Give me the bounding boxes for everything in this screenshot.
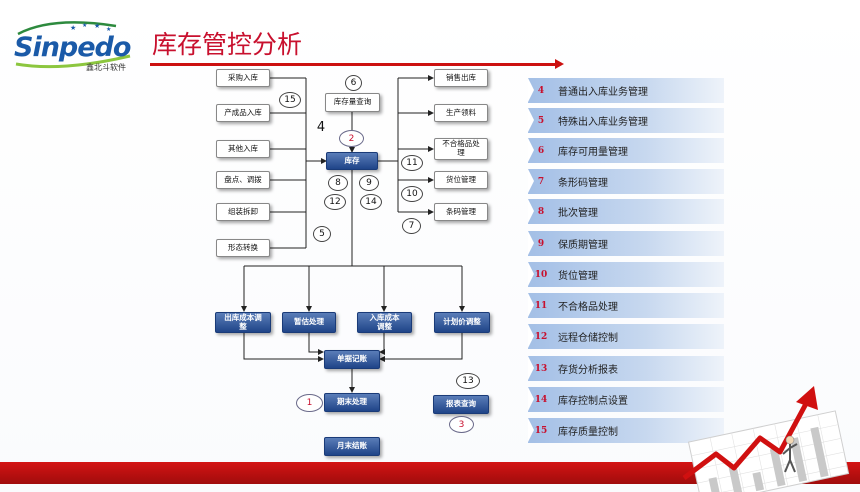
marker-11: 11 bbox=[401, 155, 423, 171]
legend-number: 14 bbox=[534, 394, 548, 405]
legend-number: 4 bbox=[537, 85, 545, 96]
svg-text:★: ★ bbox=[82, 22, 87, 29]
logo-subtitle: 鑫北斗软件 bbox=[86, 63, 126, 72]
svg-text:★: ★ bbox=[70, 24, 76, 32]
legend-number: 12 bbox=[534, 331, 548, 342]
flow-node-assembly: 组装拆卸 bbox=[216, 203, 270, 221]
legend-label: 库存质量控制 bbox=[558, 427, 618, 438]
legend-item: 7 条形码管理 bbox=[528, 169, 724, 194]
flow-node-provisional: 暂估处理 bbox=[282, 312, 336, 333]
legend-label: 普通出入库业务管理 bbox=[558, 87, 648, 98]
legend-number: 5 bbox=[537, 115, 545, 126]
flow-node-nonconforming: 不合格品处理 bbox=[434, 138, 488, 160]
legend-label: 不合格品处理 bbox=[558, 302, 618, 313]
flow-node-stocktake-transfer: 盘点、调拨 bbox=[216, 171, 270, 189]
legend-notch bbox=[528, 108, 534, 132]
flow-node-form-conversion: 形态转换 bbox=[216, 239, 270, 257]
marker-7: 7 bbox=[402, 218, 421, 234]
flow-node-plan-price-adjust: 计划价调整 bbox=[434, 312, 490, 333]
flow-node-purchase-in: 采购入库 bbox=[216, 69, 270, 87]
marker-9: 9 bbox=[359, 175, 379, 191]
legend-item: 15 库存质量控制 bbox=[528, 418, 724, 443]
legend-label: 批次管理 bbox=[558, 208, 598, 219]
title-arrow-icon bbox=[555, 59, 564, 69]
legend-label: 库存控制点设置 bbox=[558, 396, 628, 407]
flow-node-month-end: 月末结账 bbox=[324, 437, 380, 456]
marker-8: 8 bbox=[328, 175, 348, 191]
sinpedo-logo: ★ ★ ★ ★ Sinpedo 鑫北斗软件 bbox=[12, 18, 140, 72]
flow-node-out-cost-adjust: 出库成本调整 bbox=[215, 312, 271, 333]
flow-node-stock-query: 库存量查询 bbox=[325, 93, 380, 112]
legend-item: 4 普通出入库业务管理 bbox=[528, 78, 724, 103]
title-underline bbox=[150, 63, 558, 66]
marker-4: 4 bbox=[316, 119, 326, 135]
svg-text:★: ★ bbox=[94, 22, 100, 30]
flow-node-other-in: 其他入库 bbox=[216, 140, 270, 158]
legend-number: 13 bbox=[534, 363, 548, 374]
flow-node-barcode-mgmt: 条码管理 bbox=[434, 203, 488, 221]
flow-node-product-in: 产成品入库 bbox=[216, 104, 270, 122]
growth-chart-icon bbox=[682, 386, 850, 492]
marker-1: 1 bbox=[296, 394, 323, 412]
legend-item: 13 存货分析报表 bbox=[528, 356, 724, 381]
marker-15: 15 bbox=[279, 92, 301, 108]
legend-label: 存货分析报表 bbox=[558, 365, 618, 376]
legend-number: 10 bbox=[534, 269, 548, 280]
legend-notch bbox=[528, 138, 534, 162]
marker-12: 12 bbox=[324, 194, 346, 210]
legend-label: 特殊出入库业务管理 bbox=[558, 117, 648, 128]
legend-notch bbox=[528, 293, 534, 317]
legend-notch bbox=[528, 169, 534, 193]
legend-notch bbox=[528, 387, 534, 411]
legend-label: 库存可用量管理 bbox=[558, 147, 628, 158]
flow-node-posting: 单据记账 bbox=[324, 350, 380, 369]
marker-3: 3 bbox=[449, 416, 474, 433]
legend-notch bbox=[528, 199, 534, 223]
footer-bar bbox=[0, 462, 860, 484]
marker-2: 2 bbox=[339, 130, 364, 147]
legend-label: 条形码管理 bbox=[558, 178, 608, 189]
legend-item: 8 批次管理 bbox=[528, 199, 724, 224]
legend-item: 11 不合格品处理 bbox=[528, 293, 724, 318]
legend-label: 远程仓储控制 bbox=[558, 333, 618, 344]
legend-label: 保质期管理 bbox=[558, 240, 608, 251]
legend-item: 10 货位管理 bbox=[528, 262, 724, 287]
page-title: 库存管控分析 bbox=[152, 30, 303, 59]
legend-item: 9 保质期管理 bbox=[528, 231, 724, 256]
legend-item: 6 库存可用量管理 bbox=[528, 138, 724, 163]
flow-node-production-issue: 生产领料 bbox=[434, 104, 488, 122]
marker-6: 6 bbox=[345, 75, 362, 91]
flow-node-report-query: 报表查询 bbox=[433, 395, 489, 414]
legend-notch bbox=[528, 324, 534, 348]
legend-number: 6 bbox=[537, 145, 545, 156]
legend-item: 14 库存控制点设置 bbox=[528, 387, 724, 412]
logo-brand: Sinpedo bbox=[14, 32, 131, 63]
marker-14: 14 bbox=[360, 194, 382, 210]
flow-node-location-mgmt: 货位管理 bbox=[434, 171, 488, 189]
legend-label: 货位管理 bbox=[558, 271, 598, 282]
legend-number: 11 bbox=[534, 300, 548, 311]
legend-notch bbox=[528, 262, 534, 286]
legend-notch bbox=[528, 231, 534, 255]
legend-number: 9 bbox=[537, 238, 545, 249]
legend-item: 12 远程仓储控制 bbox=[528, 324, 724, 349]
logo-swoosh-icon: ★ ★ ★ ★ bbox=[15, 21, 131, 69]
legend-notch bbox=[528, 418, 534, 442]
flow-node-period-end: 期末处理 bbox=[324, 393, 380, 412]
legend-number: 7 bbox=[537, 176, 545, 187]
legend-number: 15 bbox=[534, 425, 548, 436]
flow-node-inventory: 库存 bbox=[326, 152, 378, 170]
flow-node-sales-out: 销售出库 bbox=[434, 69, 488, 87]
legend-number: 8 bbox=[537, 206, 545, 217]
legend-item: 5 特殊出入库业务管理 bbox=[528, 108, 724, 133]
svg-text:★: ★ bbox=[106, 26, 111, 33]
legend-notch bbox=[528, 78, 534, 102]
marker-5: 5 bbox=[313, 226, 331, 242]
legend-notch bbox=[528, 356, 534, 380]
marker-10: 10 bbox=[401, 186, 423, 202]
flow-node-in-cost-adjust: 入库成本调整 bbox=[357, 312, 412, 333]
marker-13: 13 bbox=[456, 373, 480, 389]
